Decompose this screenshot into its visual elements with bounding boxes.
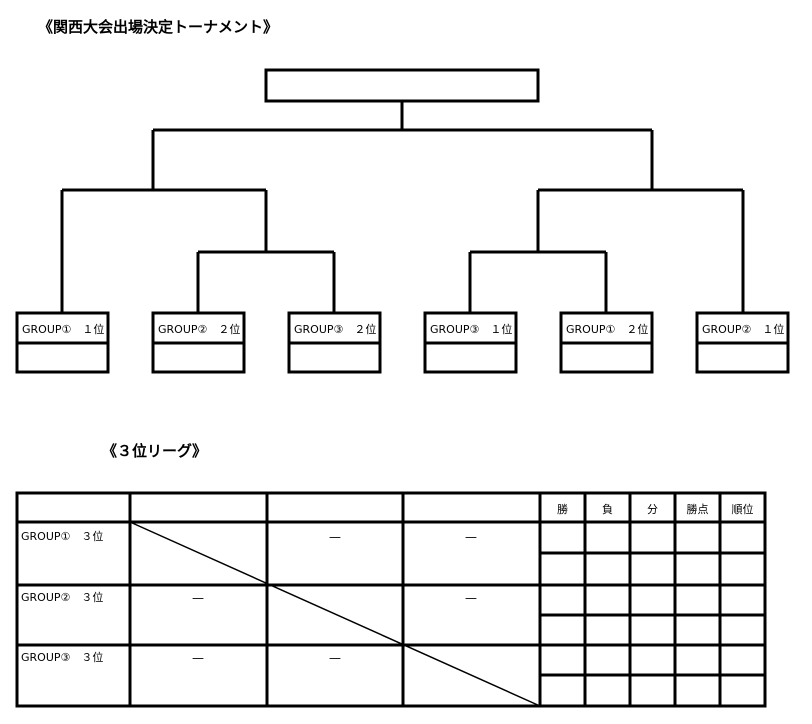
- header-losses: 負: [602, 503, 613, 516]
- slot-label: GROUP① ２位: [566, 323, 649, 336]
- header-points: 勝点: [686, 503, 709, 516]
- slot-boxes: [15, 311, 790, 374]
- dash-mark: —: [465, 591, 477, 605]
- row-label: GROUP② ３位: [21, 591, 104, 604]
- header-rank: 順位: [731, 503, 754, 516]
- slot-label: GROUP③ ２位: [294, 323, 377, 336]
- slot-label: GROUP② ２位: [158, 323, 241, 336]
- tournament-title: 《関西大会出場決定トーナメント》: [38, 18, 279, 36]
- dash-mark: —: [329, 651, 341, 665]
- header-wins: 勝: [557, 503, 568, 516]
- winner-box: [264, 68, 540, 103]
- dash-mark: —: [329, 530, 341, 544]
- tournament-bracket: [15, 68, 790, 374]
- league-title: 《３位リーグ》: [102, 442, 208, 460]
- slot-label: GROUP① １位: [22, 323, 105, 336]
- slot-label: GROUP③ １位: [430, 323, 513, 336]
- league-table: [15, 491, 767, 708]
- dash-mark: —: [465, 530, 477, 544]
- slot-label: GROUP② １位: [702, 323, 785, 336]
- diagonal-line: [129, 521, 541, 707]
- dash-mark: —: [192, 591, 204, 605]
- dash-mark: —: [192, 651, 204, 665]
- row-label: GROUP③ ３位: [21, 651, 104, 664]
- header-draws: 分: [647, 503, 658, 516]
- row-label: GROUP① ３位: [21, 530, 104, 543]
